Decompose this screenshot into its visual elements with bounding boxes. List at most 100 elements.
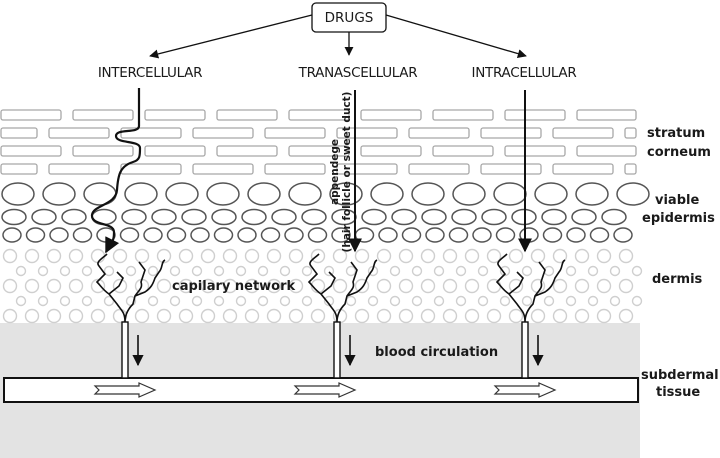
- corneocyte-brick: [336, 163, 398, 175]
- corneocyte-brick: [72, 109, 134, 121]
- dermis-cell: [376, 278, 392, 294]
- dermis-cell: [244, 248, 260, 264]
- epidermis-cell-large: [1, 182, 35, 206]
- corneocyte-brick: [504, 145, 566, 157]
- epidermis-cell-small: [613, 227, 633, 243]
- corneocyte-brick: [72, 145, 134, 157]
- dermis-cell: [288, 278, 304, 294]
- dermis-cell: [112, 278, 128, 294]
- dermis-cell: [134, 308, 150, 324]
- dermis-cell: [134, 248, 150, 264]
- dermis-cell: [156, 308, 172, 324]
- appendage-line2: (hair follicle or sweet duct): [341, 92, 353, 253]
- dermis-cell: [464, 308, 480, 324]
- dermis-cell: [521, 265, 533, 277]
- epidermis-cell-medium: [211, 208, 237, 226]
- dermis-cell: [235, 295, 247, 307]
- dermis-cell: [477, 265, 489, 277]
- flow-arrow-icon: [493, 382, 557, 398]
- epidermis-cell-large: [42, 182, 76, 206]
- corneocyte-brick: [120, 127, 182, 139]
- dermis-cell: [24, 248, 40, 264]
- arrow-to-intercellular: [149, 14, 313, 59]
- dermis-cell: [565, 295, 577, 307]
- epidermis-cell-small: [354, 227, 375, 243]
- dermis-cell: [376, 308, 392, 324]
- corneocyte-brick: [480, 127, 542, 139]
- dermis-cell: [552, 248, 568, 264]
- epidermis-cell-small: [566, 227, 586, 243]
- capillary-branch: [95, 253, 166, 323]
- corneocyte-brick: [552, 127, 614, 139]
- epidermis-cell-large: [288, 182, 322, 206]
- dermis-cell: [411, 295, 423, 307]
- dermis-cell: [530, 248, 546, 264]
- epidermis-cell-large: [411, 182, 445, 206]
- dermis-cell: [354, 308, 370, 324]
- dermis-cell: [345, 265, 357, 277]
- epidermis-cell-medium: [481, 208, 507, 226]
- epidermis-cell-large: [534, 182, 568, 206]
- epidermis-cell-medium: [421, 208, 447, 226]
- corneocyte-brick: [120, 163, 182, 175]
- dermis-cell: [310, 248, 326, 264]
- dermis-cell: [442, 248, 458, 264]
- dermis-cell: [24, 278, 40, 294]
- dermis-cell: [574, 308, 590, 324]
- epidermis-cell-medium: [1, 208, 27, 226]
- dermis-cell: [279, 295, 291, 307]
- epidermis-cell-large: [452, 182, 486, 206]
- dermis-cell: [68, 248, 84, 264]
- dermis-cell: [332, 278, 348, 294]
- dermis-cell: [508, 248, 524, 264]
- dermis-cell: [398, 278, 414, 294]
- dermis-cell: [398, 248, 414, 264]
- epidermis-cell-small: [119, 227, 140, 243]
- dermis-cell: [46, 278, 62, 294]
- dermis-cell: [486, 248, 502, 264]
- dermis-cell: [15, 265, 27, 277]
- epidermis-cell-small: [495, 227, 516, 243]
- dermis-cell: [587, 295, 599, 307]
- layer-label-viable-epidermis: viable epidermis: [642, 193, 715, 226]
- dermis-cell: [2, 278, 18, 294]
- epidermis-cell-medium: [31, 208, 57, 226]
- dermis-cell: [147, 265, 159, 277]
- dermis-cell: [455, 295, 467, 307]
- epidermis-cell-small: [307, 227, 328, 243]
- dermis-cell: [345, 295, 357, 307]
- epidermis-cell-small: [237, 227, 257, 243]
- corneocyte-brick: [504, 109, 566, 121]
- dermis-cell: [90, 248, 106, 264]
- epidermis-cell-medium: [571, 208, 597, 226]
- epidermis-cell-large: [370, 182, 404, 206]
- dermis-cell: [244, 278, 260, 294]
- epidermis-cell-small: [143, 227, 163, 243]
- dermis-cell: [587, 265, 599, 277]
- epidermis-cell-small: [260, 227, 281, 243]
- corneocyte-brick: [48, 163, 110, 175]
- epidermis-cell-small: [472, 227, 492, 243]
- epidermis-cell-large: [206, 182, 240, 206]
- corneocyte-brick: [432, 109, 494, 121]
- stratum-corneum-bricks: [0, 109, 637, 175]
- dermis-cell: [257, 265, 269, 277]
- corneocyte-brick: [360, 109, 422, 121]
- corneocyte-brick: [144, 145, 206, 157]
- dermis-cell: [81, 295, 93, 307]
- dermis-cell: [156, 278, 172, 294]
- appendage-label: appendege: [329, 139, 341, 205]
- dermis-cell: [200, 248, 216, 264]
- dermis-cell: [266, 308, 282, 324]
- epidermis-cell-medium: [151, 208, 177, 226]
- dermis-cell: [455, 265, 467, 277]
- corneocyte-brick: [288, 109, 350, 121]
- corneocyte-brick: [552, 163, 614, 175]
- dermis-cell: [288, 308, 304, 324]
- corneocyte-brick: [216, 145, 278, 157]
- dermis-cell: [477, 295, 489, 307]
- dermis-cell: [508, 278, 524, 294]
- epidermis-cell-small: [166, 227, 187, 243]
- corneocyte-brick: [432, 145, 494, 157]
